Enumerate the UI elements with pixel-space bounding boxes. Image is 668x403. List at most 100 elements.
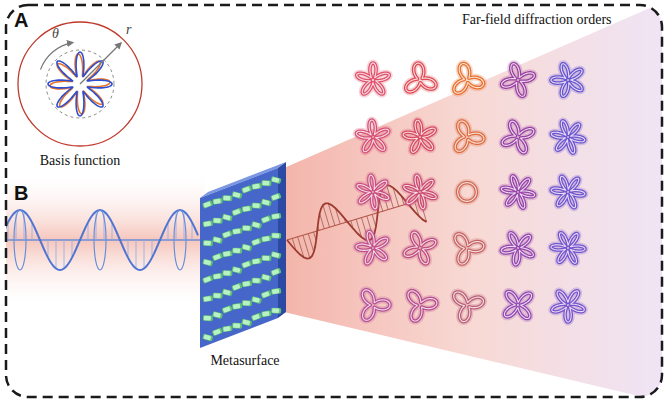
meta-atom-top	[223, 214, 231, 220]
pattern-ring	[454, 63, 484, 93]
meta-atom	[202, 275, 213, 284]
pattern-glow	[504, 291, 531, 318]
meta-atom-side	[203, 315, 213, 321]
helix-rung	[323, 205, 330, 227]
pattern-glow	[502, 64, 535, 97]
pattern-glow	[551, 64, 582, 96]
diffraction-order	[454, 292, 484, 322]
meta-atom-top	[262, 216, 270, 223]
meta-atom	[241, 319, 252, 327]
pattern-glow	[501, 176, 534, 208]
meta-atom	[212, 328, 223, 337]
helix-curve	[6, 210, 198, 270]
helix-rung	[303, 235, 310, 258]
pattern-glow	[552, 291, 584, 322]
meta-atom-side	[202, 259, 213, 267]
meta-atom-top	[233, 323, 240, 328]
meta-atom	[261, 180, 271, 186]
diffraction-order	[552, 291, 584, 322]
inset-circle	[18, 22, 142, 146]
meta-atom-side	[251, 221, 262, 229]
pattern-core	[502, 64, 535, 97]
meta-atom-top	[203, 201, 211, 208]
pattern-core	[356, 231, 388, 263]
pattern-glow	[406, 63, 436, 92]
meta-atom-top	[252, 314, 260, 321]
pattern-core	[502, 121, 534, 153]
meta-atom	[203, 315, 213, 321]
meta-atom	[212, 253, 223, 262]
meta-atom	[242, 300, 252, 306]
pattern-core	[362, 290, 390, 320]
radius-symbol: r	[126, 22, 131, 38]
meta-atom-top	[213, 274, 221, 279]
meta-atom	[231, 191, 242, 199]
pattern-ring	[356, 231, 388, 263]
section-heading: Far-field diffraction orders	[462, 12, 612, 28]
meta-atom-top	[272, 214, 280, 219]
meta-atom	[232, 303, 243, 310]
meta-atom-top	[233, 192, 241, 198]
meta-atom	[222, 289, 233, 297]
meta-atom-side	[251, 238, 262, 247]
meta-atom-side	[242, 225, 252, 231]
meta-atom-side	[241, 205, 252, 212]
pattern-core	[406, 63, 436, 92]
meta-atom	[212, 273, 223, 280]
meta-atom-top	[214, 293, 221, 298]
node-label: Basis function	[40, 153, 121, 170]
pattern-core	[454, 63, 484, 93]
meta-atom-top	[223, 271, 230, 276]
meta-atom-side	[261, 290, 272, 299]
meta-atom	[270, 251, 281, 259]
helix-rung	[64, 240, 65, 269]
meta-atom	[212, 198, 223, 205]
pattern-glow	[408, 291, 437, 321]
meta-atom-side	[251, 183, 262, 190]
helix-rung	[320, 213, 325, 228]
diffraction-order	[455, 234, 484, 264]
pattern-core	[455, 234, 484, 264]
meta-atom	[241, 244, 252, 252]
meta-atom	[241, 185, 252, 194]
meta-atom-top	[232, 284, 240, 291]
panel-letter: B	[14, 182, 28, 205]
meta-atom	[242, 225, 252, 231]
panel-content	[6, 5, 662, 397]
meta-atom	[202, 334, 213, 342]
meta-atom	[251, 221, 262, 229]
meta-atom-side	[203, 240, 213, 246]
meta-atom	[251, 296, 262, 304]
theta-arrow	[41, 43, 73, 70]
meta-atom-top	[272, 289, 280, 294]
meta-atom-side	[261, 255, 271, 261]
meta-atom-top	[223, 289, 231, 295]
diffraction-order	[551, 233, 585, 264]
pattern-glow	[404, 175, 436, 208]
meta-atom	[212, 236, 223, 244]
meta-atom-side	[232, 248, 242, 254]
diffraction-order	[408, 291, 437, 321]
helix-rung	[56, 240, 57, 269]
meta-atom-side	[231, 283, 242, 292]
meta-atom-side	[222, 325, 233, 332]
meta-atom	[231, 283, 242, 292]
meta-atom-side	[270, 268, 281, 277]
meta-atom-side	[261, 215, 272, 224]
pattern-glow	[404, 232, 436, 264]
angle-symbol: θ	[52, 26, 59, 42]
meta-atom-side	[271, 308, 281, 314]
meta-atom-top	[272, 177, 280, 183]
meta-atom-top	[242, 244, 250, 250]
metasurface-block: Metasurface	[190, 160, 300, 370]
meta-atom-top	[223, 251, 231, 256]
pattern-glow	[455, 234, 484, 264]
meta-atom-side	[212, 218, 222, 224]
pattern-glow	[458, 183, 477, 202]
meta-atom	[271, 213, 282, 220]
pattern-glow	[502, 121, 534, 153]
meta-atom-top	[203, 334, 211, 340]
meta-atom	[241, 260, 252, 269]
meta-atom-top	[213, 237, 221, 243]
slab-front	[200, 168, 278, 348]
